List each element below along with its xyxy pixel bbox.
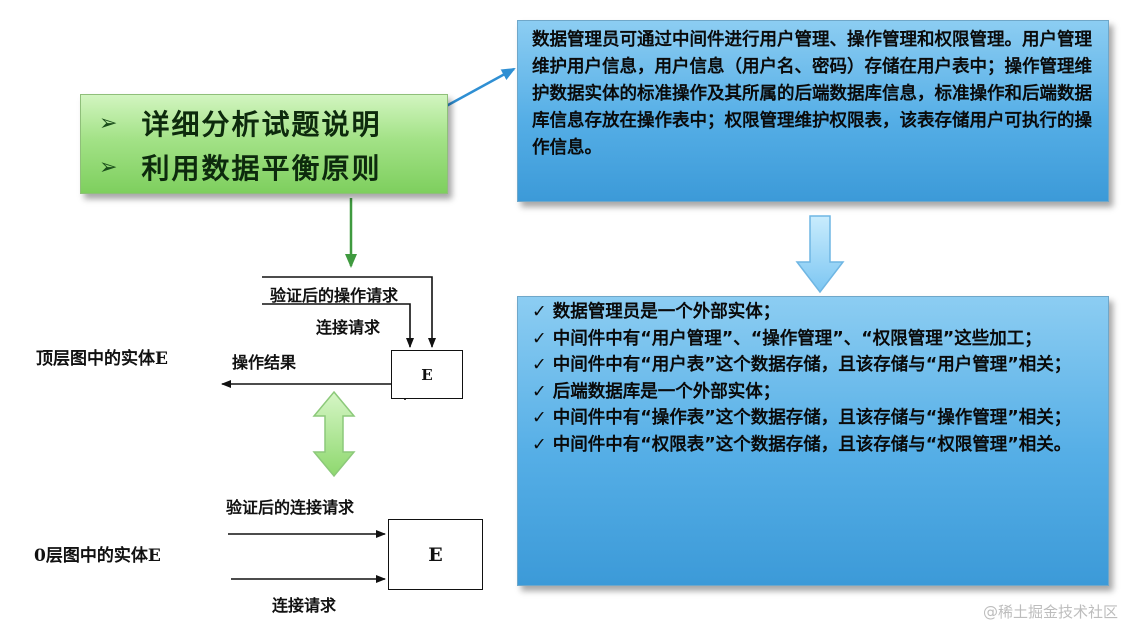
- flow-op-result: [221, 380, 406, 400]
- watermark: @稀土掘金技术社区: [982, 603, 1118, 621]
- flow-label-op-result: 操作结果: [232, 353, 297, 372]
- analysis-item: ➢ 利用数据平衡原则: [99, 145, 447, 189]
- flow-verified-op-request: [262, 276, 436, 348]
- flow-label-connect-request-top: 连接请求: [316, 318, 381, 337]
- analysis-box: ➢ 详细分析试题说明 ➢ 利用数据平衡原则: [80, 94, 448, 194]
- conclusion-item: ✓ 后端数据库是一个外部实体；: [532, 381, 781, 402]
- triangle-bullet-icon: ➢: [99, 110, 120, 136]
- flow-connect-request-top: [262, 303, 414, 348]
- analysis-item: ➢ 详细分析试题说明: [99, 101, 447, 145]
- flow-label-verified-connect-request: 验证后的连接请求: [226, 498, 355, 517]
- conclusion-item: ✓ 数据管理员是一个外部实体；: [532, 302, 781, 322]
- top-diagram-label: 顶层图中的实体E: [36, 349, 168, 369]
- zero-diagram-label: 0层图中的实体E: [34, 546, 161, 566]
- conclusions-box: ✓ 数据管理员是一个外部实体； ✓ 中间件中有“用户管理”、“操作管理”、“权限…: [517, 296, 1109, 586]
- flow-label-verified-op-request: 验证后的操作请求: [270, 286, 399, 305]
- conclusion-item: ✓ 中间件中有“操作表”这个数据存储，且该存储与“操作管理”相关；: [532, 408, 1072, 428]
- analysis-item-text: 利用数据平衡原则: [141, 152, 382, 185]
- zero-entity-e: E: [388, 519, 483, 590]
- description-box: 数据管理员可通过中间件进行用户管理、操作管理和权限管理。用户管理维护用户信息，用…: [517, 20, 1109, 202]
- triangle-bullet-icon: ➢: [99, 154, 120, 180]
- light-blue-down-arrow: [795, 215, 845, 294]
- conclusion-item: ✓ 中间件中有“用户表”这个数据存储，且该存储与“用户管理”相关；: [532, 355, 1072, 375]
- conclusion-item: ✓ 中间件中有“用户管理”、“操作管理”、“权限管理”这些加工；: [532, 328, 1042, 349]
- light-green-double-arrow: [312, 390, 356, 478]
- top-entity-e: E: [391, 350, 463, 399]
- analysis-item-text: 详细分析试题说明: [141, 108, 382, 141]
- conclusion-item: ✓ 中间件中有“权限表”这个数据存储，且该存储与“权限管理”相关。: [532, 434, 1072, 455]
- flow-label-connect-request-zero: 连接请求: [272, 596, 337, 615]
